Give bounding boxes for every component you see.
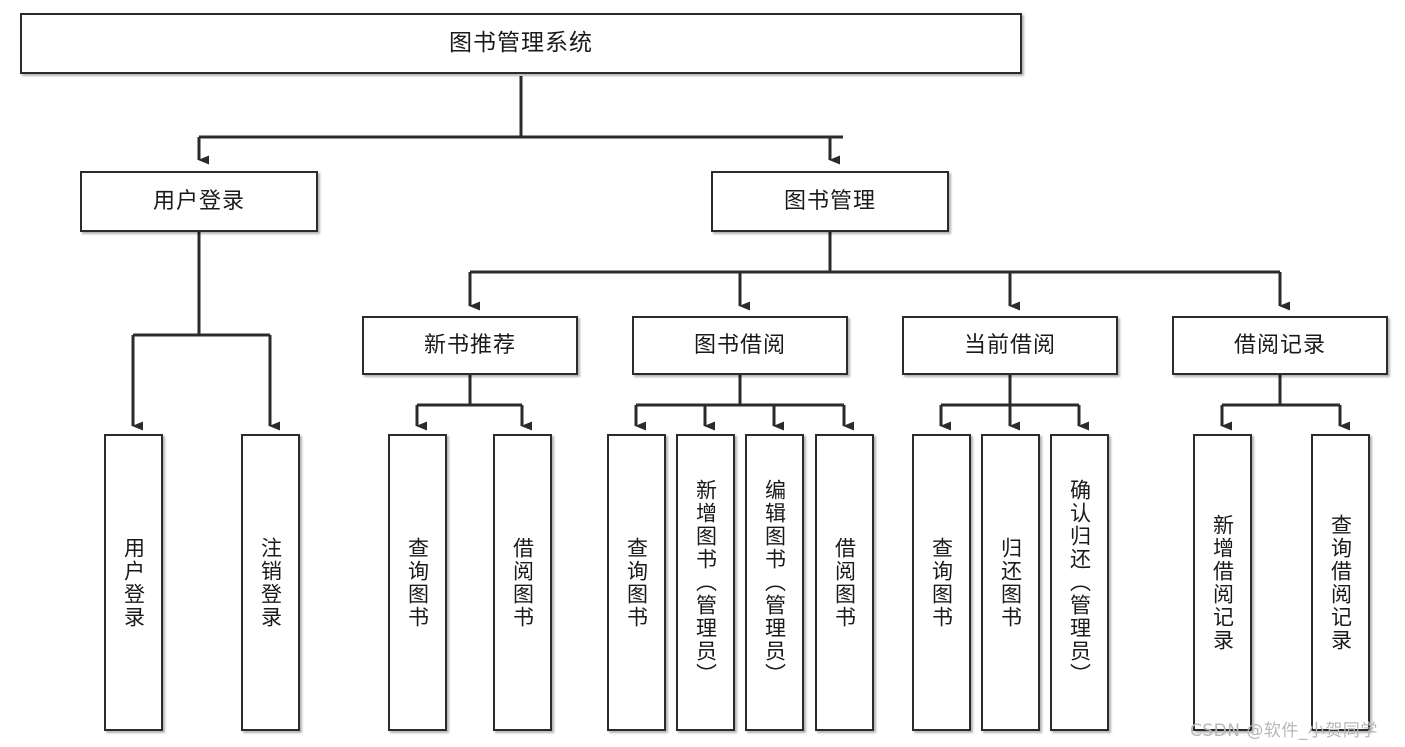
node-label: 借阅图书 (510, 536, 535, 629)
node-label: 编辑图书（管理员） (762, 479, 787, 686)
node-label: 新书推荐 (423, 332, 516, 358)
leaf-book-borrow-edit-book-admin[interactable]: 编辑图书（管理员） (745, 434, 804, 731)
node-book-management[interactable]: 图书管理 (711, 171, 949, 232)
node-label: 查询图书 (929, 536, 954, 629)
node-label: 用户登录 (121, 536, 146, 629)
node-label: 注销登录 (258, 536, 283, 629)
node-user-login[interactable]: 用户登录 (80, 171, 318, 232)
node-label: 新增借阅记录 (1210, 513, 1235, 652)
node-book-borrow[interactable]: 图书借阅 (632, 316, 848, 375)
leaf-new-book-query-book[interactable]: 查询图书 (388, 434, 447, 731)
node-label: 借阅记录 (1233, 332, 1326, 358)
node-root-system[interactable]: 图书管理系统 (20, 13, 1022, 74)
node-label: 新增图书（管理员） (693, 479, 718, 686)
node-label: 查询借阅记录 (1328, 513, 1353, 652)
node-current-borrow[interactable]: 当前借阅 (902, 316, 1118, 375)
node-label: 归还图书 (998, 536, 1023, 629)
node-label: 查询图书 (405, 536, 430, 629)
leaf-new-book-borrow-book[interactable]: 借阅图书 (493, 434, 552, 731)
node-label: 当前借阅 (963, 332, 1056, 358)
node-new-book-recommend[interactable]: 新书推荐 (362, 316, 578, 375)
csdn-watermark: CSDN @软件_小贺同学 (1190, 721, 1378, 741)
leaf-user-login-login[interactable]: 用户登录 (104, 434, 163, 731)
node-borrow-record[interactable]: 借阅记录 (1172, 316, 1388, 375)
node-label: 借阅图书 (832, 536, 857, 629)
leaf-current-borrow-return-book[interactable]: 归还图书 (981, 434, 1040, 731)
leaf-book-borrow-borrow-book[interactable]: 借阅图书 (815, 434, 874, 731)
leaf-borrow-record-add-record[interactable]: 新增借阅记录 (1193, 434, 1252, 731)
node-label: 用户登录 (152, 188, 245, 214)
node-label: 图书管理系统 (449, 29, 593, 56)
node-label: 图书借阅 (693, 332, 786, 358)
node-label: 查询图书 (624, 536, 649, 629)
leaf-borrow-record-query-record[interactable]: 查询借阅记录 (1311, 434, 1370, 731)
leaf-current-borrow-confirm-return-admin[interactable]: 确认归还（管理员） (1050, 434, 1109, 731)
leaf-book-borrow-add-book-admin[interactable]: 新增图书（管理员） (676, 434, 735, 731)
leaf-user-login-logout[interactable]: 注销登录 (241, 434, 300, 731)
leaf-book-borrow-query-book[interactable]: 查询图书 (607, 434, 666, 731)
leaf-current-borrow-query-book[interactable]: 查询图书 (912, 434, 971, 731)
node-label: 图书管理 (783, 188, 876, 214)
node-label: 确认归还（管理员） (1067, 479, 1092, 686)
